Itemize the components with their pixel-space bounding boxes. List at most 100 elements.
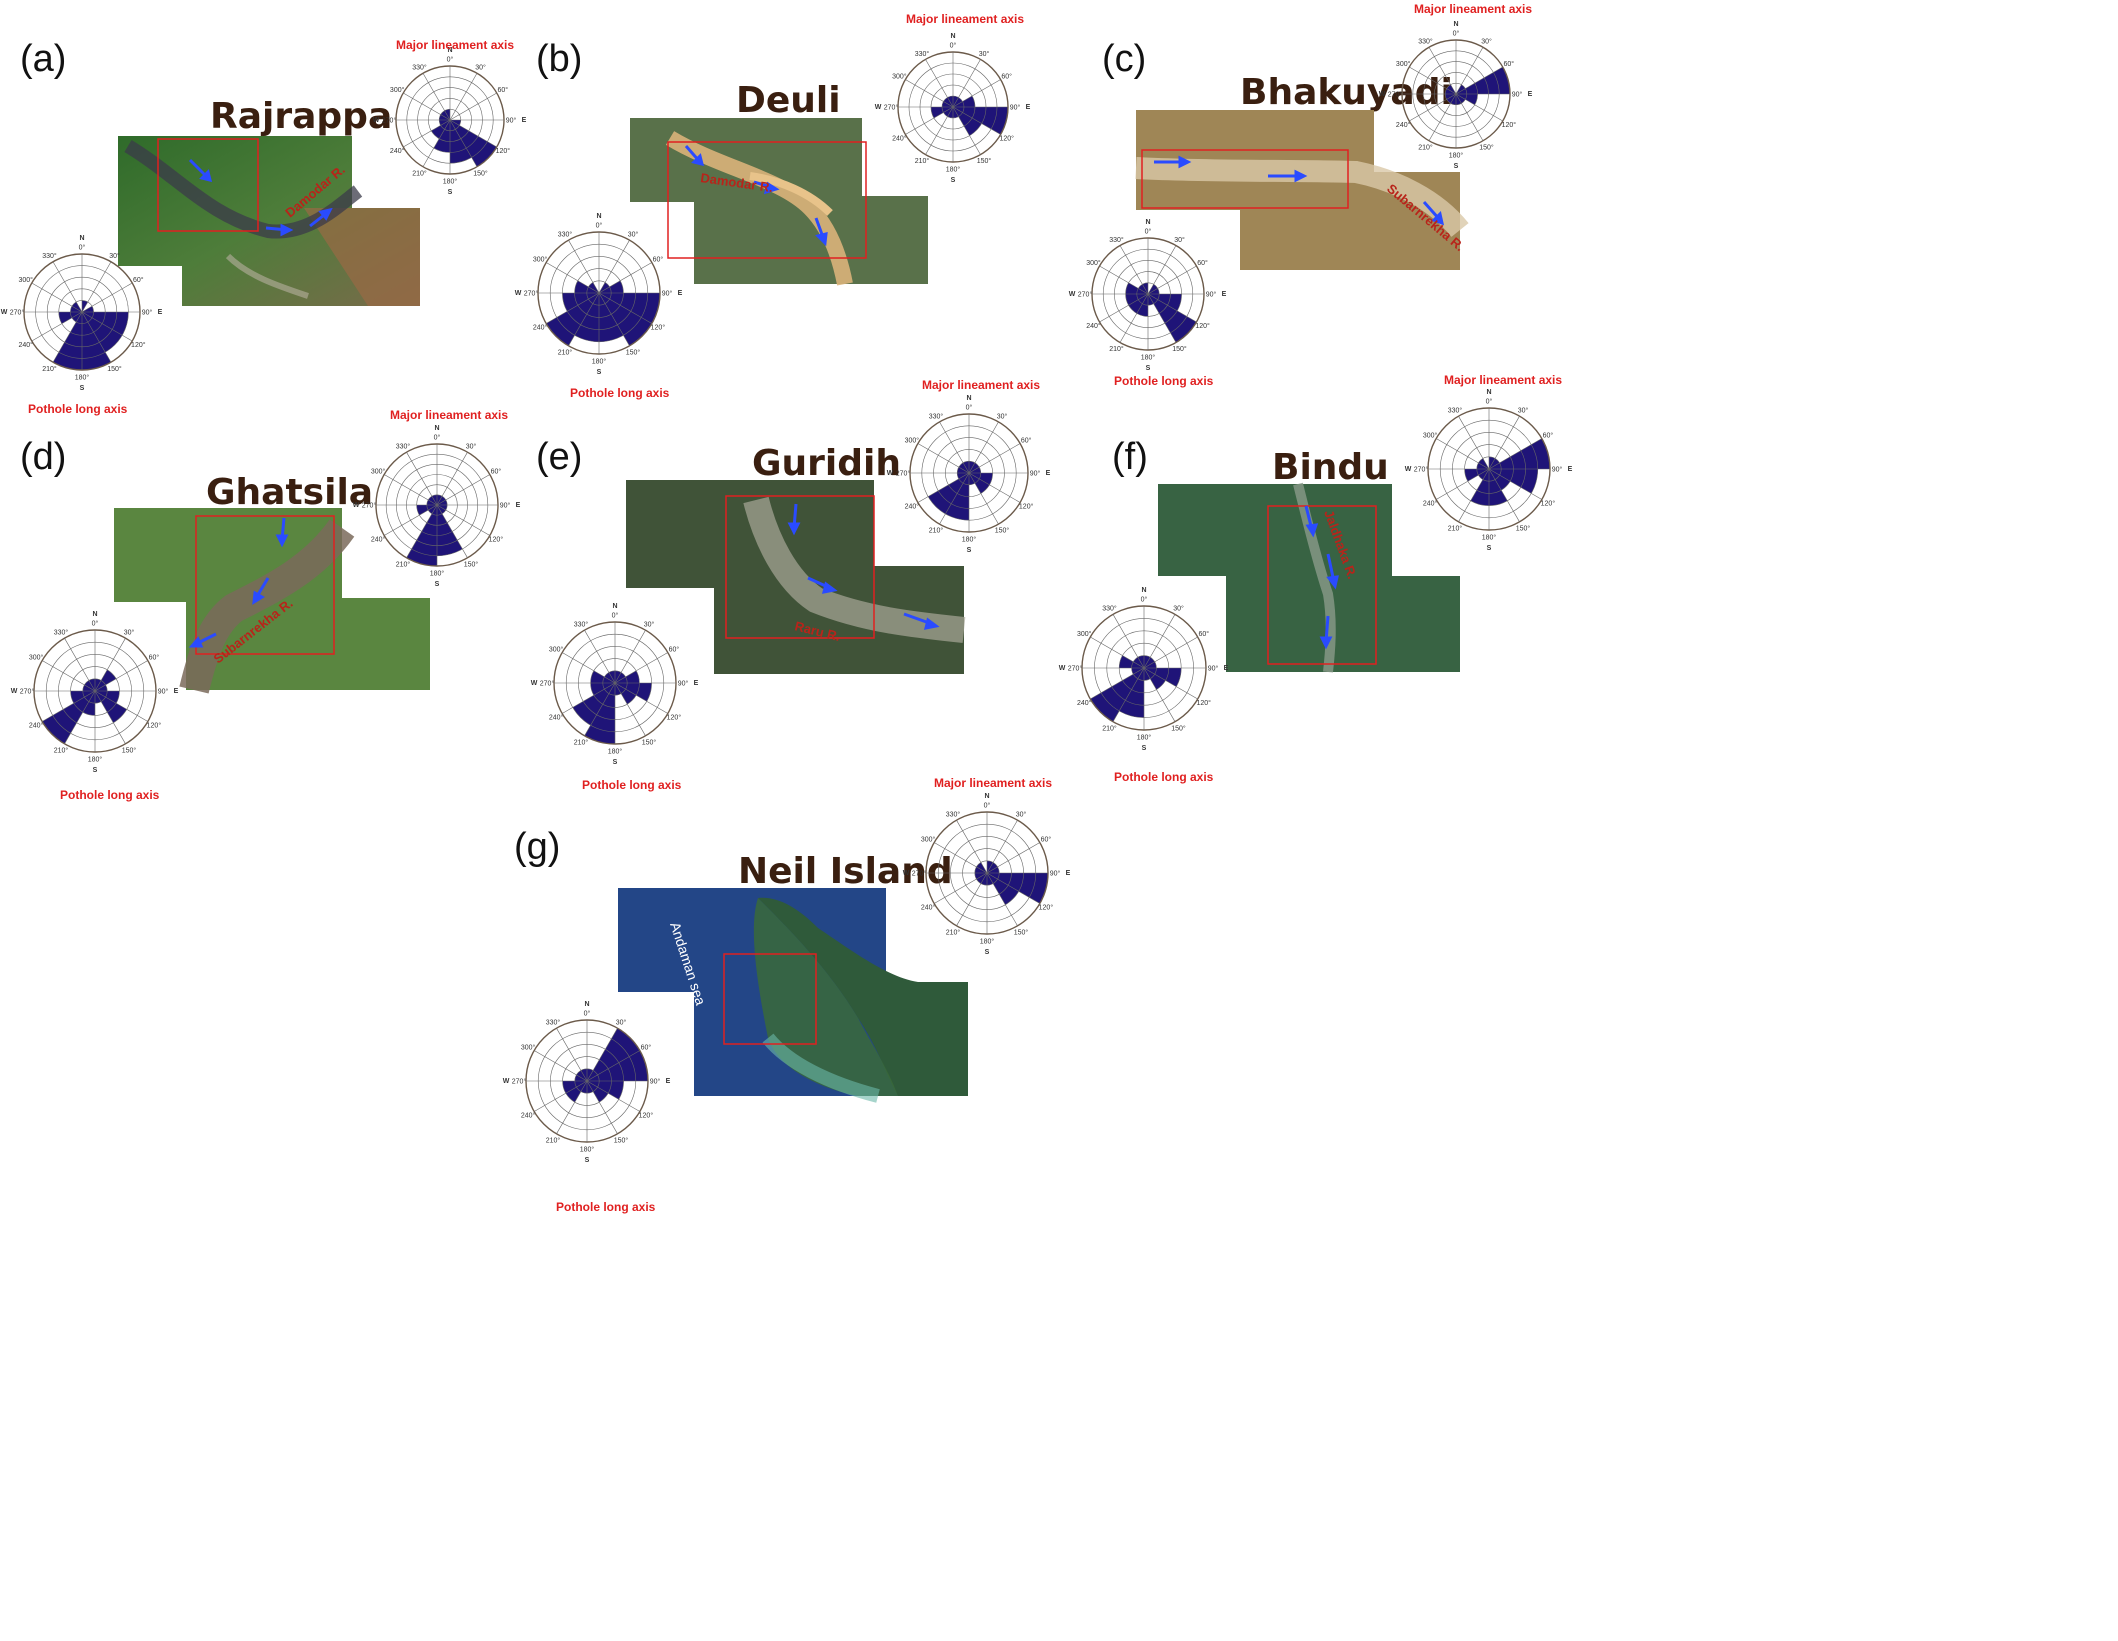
rose-petal [562, 1081, 587, 1094]
site-title-bindu: Bindu [1272, 447, 1389, 488]
rose-petal [53, 312, 82, 370]
rose-spoke [1428, 93, 1457, 141]
rose-spoke [1409, 93, 1457, 122]
rose-spoke [986, 820, 1018, 874]
rose-angle-label: 30° [1481, 38, 1492, 46]
rose-angle-label: 210° [1448, 524, 1463, 532]
rose-angle-label: 150° [464, 560, 479, 568]
rose-angle-label: 30° [628, 231, 639, 239]
rose-spoke [94, 690, 148, 722]
rose-angle-label: 90° [1552, 466, 1563, 474]
rose-spoke [1436, 438, 1490, 470]
rose-petal [1128, 294, 1148, 314]
rose-petal [95, 691, 127, 723]
rose-cardinal-label: S [613, 759, 618, 766]
rose-petal [574, 280, 599, 293]
rose-angle-label: 240° [1077, 699, 1092, 707]
rose-angle-label: 240° [905, 503, 920, 511]
panel-label-d: (d) [20, 436, 67, 478]
rose-petal [433, 120, 450, 153]
rose-spoke [598, 292, 630, 346]
rose-angle-label: 300° [905, 437, 920, 445]
rose-cardinal-label: N [1486, 389, 1491, 396]
rose-spoke [64, 638, 96, 692]
rose-petal [428, 505, 437, 514]
rose-spoke [94, 638, 126, 692]
rose-angle-label: 0° [1486, 398, 1493, 406]
rose-angle-label: 120° [496, 147, 511, 155]
rose-spoke [1147, 265, 1197, 295]
rose-angle-label: 180° [962, 536, 977, 544]
rose-petal [562, 293, 599, 312]
rose-cardinal-label: S [1454, 163, 1459, 170]
rose-cardinal-label: W [11, 688, 18, 695]
rose-spoke [586, 1028, 618, 1082]
rose-spoke [534, 1050, 588, 1082]
rose-petal [71, 312, 82, 323]
rose-spoke [1119, 293, 1149, 343]
rose-spoke [986, 872, 1018, 926]
rose-petal [1125, 282, 1148, 294]
rose-cardinal-label: N [1145, 219, 1150, 226]
rose-angle-label: 300° [390, 86, 405, 94]
rose-petal [976, 873, 987, 884]
caption-pothole-a: Pothole long axis [28, 402, 128, 416]
rose-spoke [968, 443, 1021, 474]
rose-petal [1456, 84, 1466, 94]
rose-angle-label: 210° [42, 365, 57, 373]
rose-angle-label: 30° [466, 443, 477, 451]
rose-petal [599, 282, 610, 293]
rose-petal [1144, 668, 1182, 687]
rose-petal [546, 293, 599, 346]
rose-spoke [934, 842, 988, 874]
rose-angle-label: 210° [915, 157, 930, 165]
rose-cardinal-label: N [434, 425, 439, 432]
rose-spoke [1147, 293, 1197, 323]
rose-spoke [384, 474, 438, 506]
caption-pothole-g: Pothole long axis [556, 1200, 656, 1214]
rose-spoke [556, 1080, 588, 1134]
caption-lineament-f: Major lineament axis [1444, 373, 1563, 387]
site-title-ghatsila: Ghatsila [206, 472, 374, 513]
rose-angle-label: 270° [1414, 466, 1429, 474]
rose-angle-label: 90° [650, 1078, 661, 1086]
rose-spoke [1488, 468, 1520, 522]
rose-petal [82, 312, 111, 370]
rose-angle-label: 180° [580, 1146, 595, 1154]
rose-angle-label: 300° [1396, 60, 1411, 68]
rose-angle-label: 270° [512, 1078, 527, 1086]
rose-petal [588, 282, 599, 293]
rose-petal [1446, 84, 1456, 94]
rose-cardinal-label: E [694, 680, 699, 687]
rose-angle-label: 120° [131, 341, 146, 349]
rose-petal [969, 462, 980, 473]
rose-angle-label: 300° [921, 836, 936, 844]
rose-angle-label: 30° [1518, 407, 1529, 415]
caption-pothole-c: Pothole long axis [1114, 374, 1214, 388]
rose-angle-label: 180° [592, 358, 607, 366]
rose-angle-label: 180° [75, 374, 90, 382]
rose-petal [599, 293, 652, 346]
rose-cardinal-label: E [1066, 870, 1071, 877]
rose-angle-label: 120° [1541, 500, 1556, 508]
rose-cardinal-label: W [903, 870, 910, 877]
rose-petal [976, 862, 987, 873]
rose-angle-label: 60° [669, 646, 680, 654]
rose-spoke [586, 1080, 618, 1134]
rose-petal [969, 473, 993, 485]
rose-cardinal-label: S [448, 189, 453, 196]
rose-petal [1125, 294, 1148, 306]
rose-petal [70, 691, 95, 704]
rose-angle-label: 60° [1001, 73, 1012, 81]
rose-spoke [1143, 636, 1198, 669]
red-rectangle-icon [667, 141, 867, 259]
rose-angle-label: 300° [18, 276, 33, 284]
panel-label-f: (f) [1112, 436, 1148, 478]
rose-angle-label: 270° [524, 290, 539, 298]
blue-arrow-icon [684, 145, 828, 247]
rose-spoke [81, 311, 133, 342]
rose-petal [416, 505, 437, 516]
rose-spoke [94, 660, 148, 692]
caption-pothole-e: Pothole long axis [582, 778, 682, 792]
rose-angle-label: 300° [892, 73, 907, 81]
